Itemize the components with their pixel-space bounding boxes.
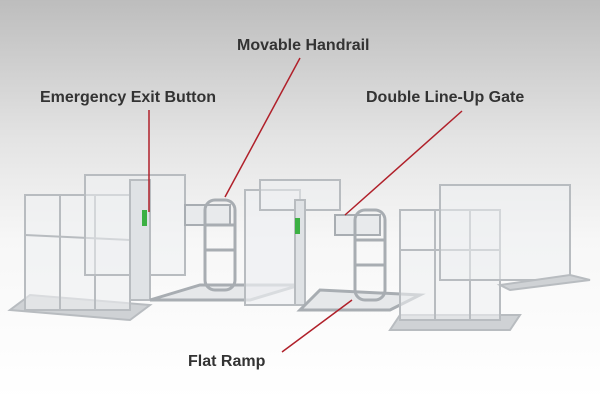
emergency-exit-button-green-right — [295, 218, 300, 234]
movable-handrail-label: Movable Handrail — [237, 37, 370, 54]
emergency-exit-button-green-left — [142, 210, 147, 226]
center-barrier-unit — [244, 179, 341, 306]
leader-lines — [148, 57, 463, 353]
ramp-leader-line — [281, 299, 353, 353]
emergency-exit-button-label: Emergency Exit Button — [40, 89, 217, 106]
gate-leader-line — [344, 110, 463, 216]
double-line-up-gate-label: Double Line-Up Gate — [366, 89, 525, 106]
left-barrier-unit — [7, 174, 186, 322]
flat-ramp-label: Flat Ramp — [188, 353, 266, 370]
handrail-leader-line — [224, 57, 301, 198]
right-barrier-unit — [388, 184, 591, 331]
